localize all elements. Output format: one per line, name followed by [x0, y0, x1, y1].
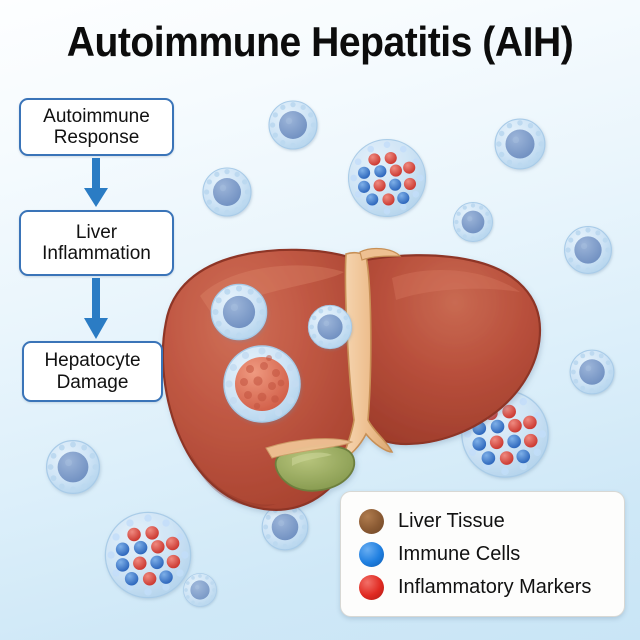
flowchart-step-2-line2: Inflammation: [42, 243, 151, 264]
flowchart-step-1-line1: Autoimmune: [43, 105, 150, 127]
legend-item-inflammatory-markers: Inflammatory Markers: [359, 571, 610, 604]
page-title: Autoimmune Hepatitis (AIH): [66, 18, 574, 65]
flowchart-step-1-line2: Response: [53, 127, 140, 148]
legend-panel: Liver Tissue Immune Cells Inflammatory M…: [340, 491, 625, 617]
flowchart-step-2-label: Liver Inflammation: [42, 222, 151, 265]
infiltrating-immune-cells: [210, 283, 353, 423]
flowchart-step-liver-inflammation[interactable]: Liver Inflammation: [19, 210, 174, 276]
flowchart-step-2-line1: Liver: [75, 221, 118, 243]
flowchart-arrow-2: [84, 278, 108, 339]
legend-item-liver-tissue: Liver Tissue: [359, 505, 610, 538]
flowchart-step-hepatocyte-damage[interactable]: Hepatocyte Damage: [22, 341, 163, 402]
legend-label-liver-tissue: Liver Tissue: [398, 510, 505, 532]
flowchart-arrow-1: [84, 158, 108, 207]
flowchart-step-autoimmune-response[interactable]: Autoimmune Response: [19, 98, 174, 156]
legend-item-immune-cells: Immune Cells: [359, 538, 610, 571]
legend-swatch-inflammatory-markers: [359, 575, 384, 600]
legend-swatch-immune-cells: [359, 542, 384, 567]
flowchart-step-1-label: Autoimmune Response: [43, 106, 150, 149]
legend-label-inflammatory-markers: Inflammatory Markers: [398, 576, 592, 598]
flowchart-step-3-line2: Damage: [56, 371, 129, 393]
flowchart-step-3-label: Hepatocyte Damage: [44, 350, 140, 393]
inflamed-hepatocyte: [223, 345, 301, 423]
liver-organ: [161, 247, 542, 511]
flowchart-step-3-line1: Hepatocyte: [44, 350, 141, 372]
legend-swatch-liver-tissue: [359, 509, 384, 534]
legend-label-immune-cells: Immune Cells: [398, 543, 521, 565]
